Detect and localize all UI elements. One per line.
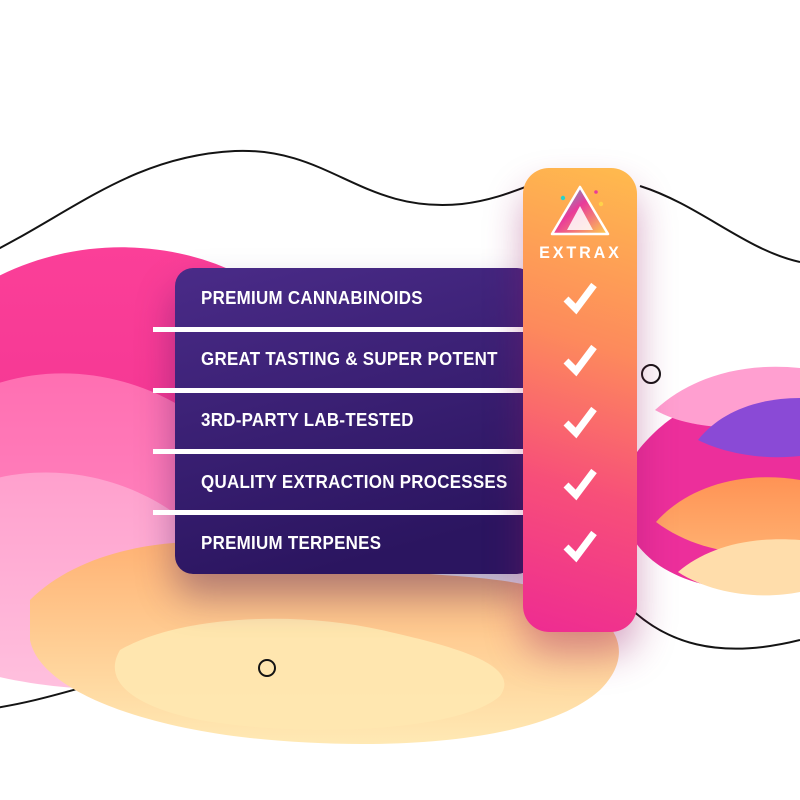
feature-row: GREAT TASTING & SUPER POTENT	[175, 329, 535, 390]
wave-right-purple	[698, 398, 800, 458]
decor-circle-bottom	[258, 659, 276, 677]
check-cell	[559, 402, 601, 440]
feature-label: 3RD-PARTY LAB-TESTED	[201, 410, 414, 431]
check-cell	[559, 526, 601, 564]
decor-line-bottom-right	[621, 599, 800, 650]
feature-label: PREMIUM TERPENES	[201, 532, 382, 553]
feature-row: PREMIUM CANNABINOIDS	[175, 268, 535, 329]
brand-name: EXTRAX	[538, 243, 622, 262]
feature-label: GREAT TASTING & SUPER POTENT	[201, 349, 498, 370]
features-panel: PREMIUM CANNABINOIDS GREAT TASTING & SUP…	[153, 268, 535, 574]
feature-label: PREMIUM CANNABINOIDS	[201, 288, 423, 309]
check-cell	[559, 340, 601, 378]
extrax-triangle-logo-icon	[550, 185, 610, 236]
check-cell	[559, 278, 601, 316]
check-icon	[563, 468, 597, 501]
row-separator	[153, 326, 535, 332]
check-icon	[563, 282, 597, 315]
wave-right-orange	[656, 477, 800, 554]
extrax-logo: EXTRAX	[523, 184, 637, 263]
feature-label: QUALITY EXTRACTION PROCESSES	[201, 471, 508, 492]
wave-right-cream	[678, 539, 800, 596]
check-icon	[563, 344, 597, 377]
check-icon	[563, 530, 597, 563]
feature-row: QUALITY EXTRACTION PROCESSES	[175, 452, 535, 513]
wave-yellow	[114, 618, 505, 730]
decor-line-top-right	[639, 185, 800, 263]
feature-row: 3RD-PARTY LAB-TESTED	[175, 390, 535, 451]
check-cell	[559, 464, 601, 502]
decor-circle-right	[641, 364, 661, 384]
decor-line-top	[0, 149, 565, 250]
row-separator	[153, 449, 535, 455]
row-separator	[153, 510, 535, 516]
feature-row: PREMIUM TERPENES	[175, 513, 535, 574]
row-separator	[153, 387, 535, 393]
check-icon	[563, 406, 597, 439]
